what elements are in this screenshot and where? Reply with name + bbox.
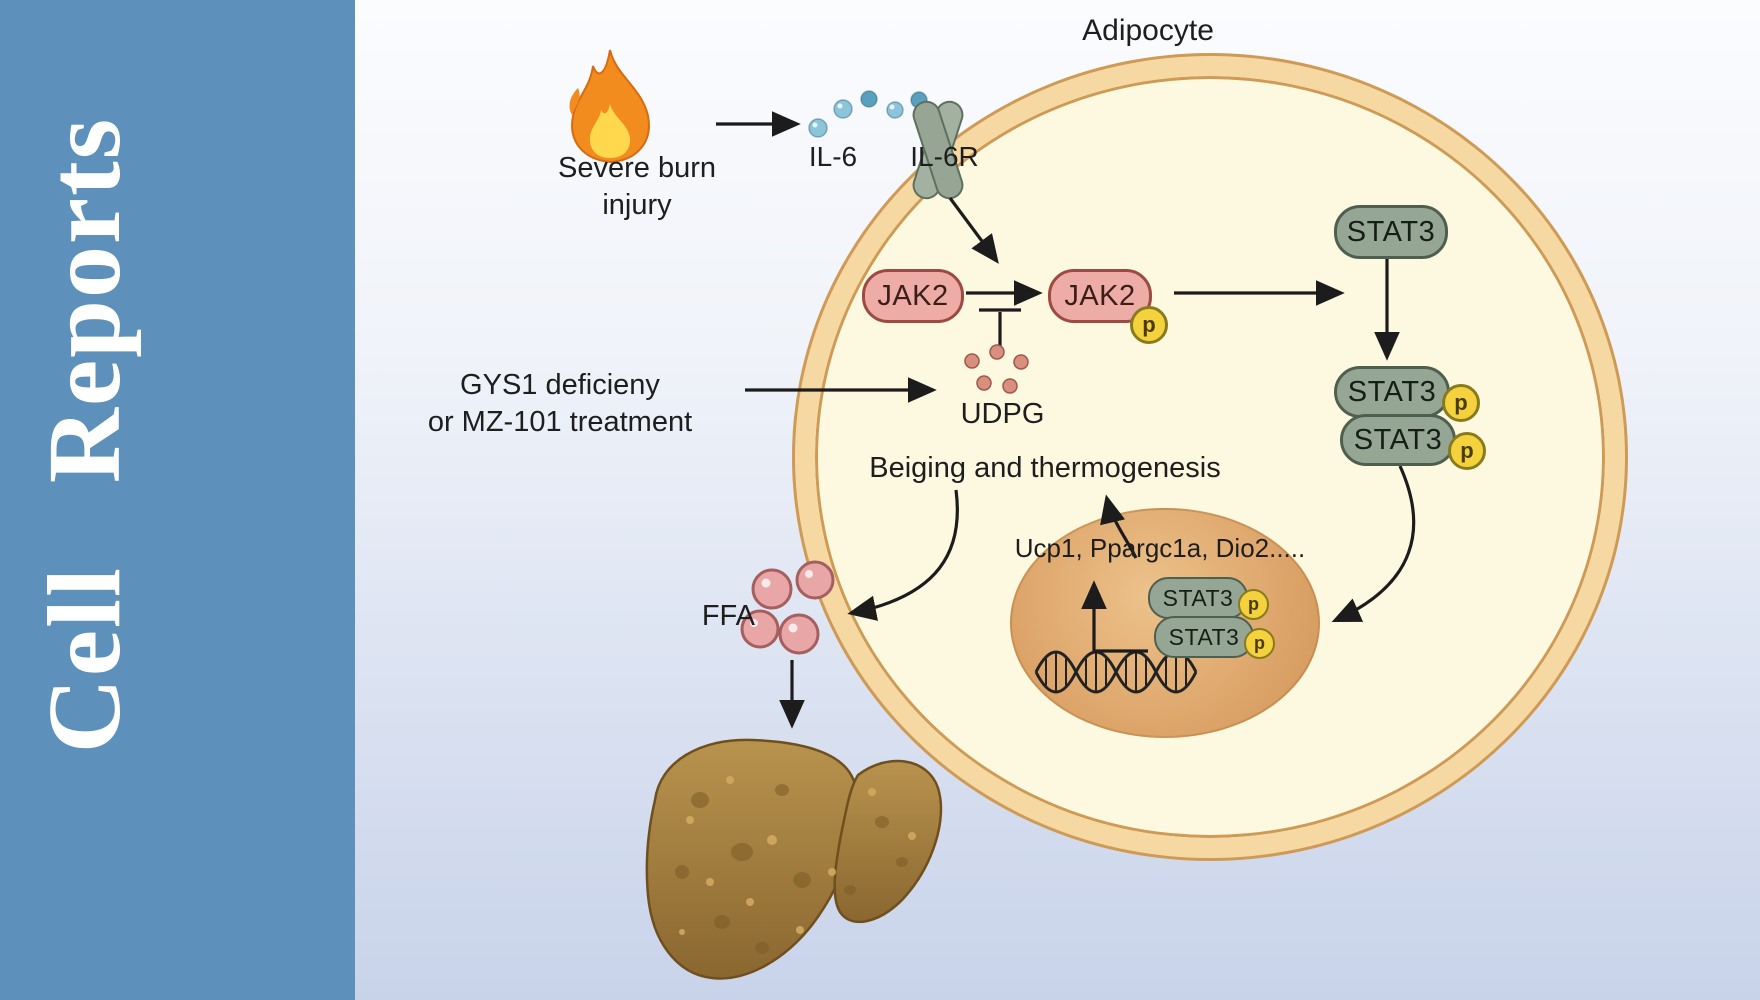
- stat3-pill: STAT3: [1334, 205, 1448, 259]
- gys1-line2: or MZ-101 treatment: [427, 406, 693, 438]
- il6r-label: IL-6R: [910, 141, 979, 172]
- ffa-label: FFA: [701, 600, 755, 632]
- nucleus: [1010, 508, 1320, 738]
- nuclear-stat3-top-badge: p: [1238, 589, 1269, 620]
- severe-burn-label: Severe burn injury: [507, 150, 767, 224]
- nuclear-stat3-bottom-pill: STAT3: [1154, 616, 1254, 658]
- stat3p-dimer-top-badge: p: [1442, 384, 1480, 422]
- adipocyte-label: Adipocyte: [1082, 14, 1214, 47]
- jak2-pill: JAK2: [862, 269, 964, 323]
- journal-sidebar: Cell Reports: [0, 0, 355, 1000]
- target-genes-label: Ucp1, Ppargc1a, Dio2.....: [1014, 533, 1306, 563]
- il6-label: IL-6: [808, 141, 858, 172]
- severe-burn-line2: injury: [602, 189, 672, 221]
- jak2-phospho-badge: p: [1130, 306, 1168, 344]
- stat3p-dimer-top-pill: STAT3: [1334, 366, 1450, 418]
- stat3p-dimer-bottom-badge: p: [1448, 432, 1486, 470]
- gys1-line1: GYS1 deficieny: [460, 369, 660, 401]
- beiging-label: Beiging and thermogenesis: [869, 452, 1221, 484]
- gys1-treatment-label: GYS1 deficieny or MZ-101 treatment: [390, 367, 730, 441]
- severe-burn-line1: Severe burn: [558, 152, 716, 184]
- nuclear-stat3-bottom-badge: p: [1244, 628, 1275, 659]
- udpg-label: UDPG: [960, 398, 1045, 430]
- journal-title: Cell Reports: [27, 116, 142, 754]
- stat3p-dimer-bottom-pill: STAT3: [1340, 414, 1456, 466]
- nuclear-stat3-top-pill: STAT3: [1148, 577, 1248, 619]
